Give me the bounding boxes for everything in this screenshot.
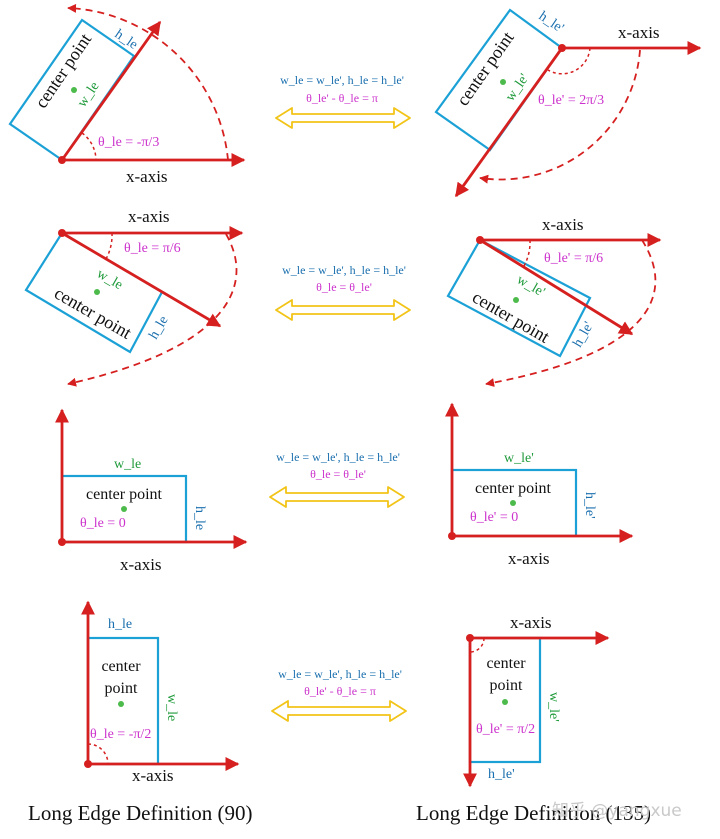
theta-label: θ_le = 0 [80, 516, 126, 531]
height-label: h_le [146, 314, 171, 342]
origin-dot [448, 532, 456, 540]
long-edge-arrow [479, 238, 634, 336]
row4-left-diagram: center point h_le w_le θ_le = -π/2 x-axi… [81, 600, 240, 785]
theta-label: θ_le' = π/2 [476, 722, 535, 737]
relation-line2: θ_le = θ_le' [316, 280, 372, 294]
x-axis-label: x-axis [618, 23, 660, 42]
center-dot [71, 87, 77, 93]
angle-arc [87, 743, 109, 765]
row1-left-diagram: center point w_le h_le θ_le = -π/3 x-axi… [8, 3, 246, 186]
row4-relation: w_le = w_le', h_le = h_le' θ_le' - θ_le … [271, 667, 407, 722]
angle-arc [523, 239, 531, 267]
relation-line1: w_le = w_le', h_le = h_le' [280, 73, 404, 87]
origin-dot [58, 156, 66, 164]
center-dot [94, 289, 100, 295]
height-label: h_le' [488, 767, 515, 782]
width-label: w_le' [504, 451, 534, 466]
angle-arc [469, 637, 485, 653]
center-label: center [101, 658, 141, 675]
x-axis-label: x-axis [126, 167, 168, 186]
theta-label: θ_le = -π/2 [90, 727, 151, 742]
width-label: w_le [164, 694, 179, 721]
x-axis-label: x-axis [120, 555, 162, 574]
center-dot [502, 699, 508, 705]
long-edge-arrow [61, 231, 222, 328]
point-label: point [490, 677, 523, 694]
origin-dot [58, 538, 66, 546]
height-label: h_le [108, 617, 132, 632]
width-label: w_le' [514, 272, 547, 300]
double-arrow [269, 486, 405, 508]
bounding-box [446, 238, 592, 358]
center-dot [121, 506, 127, 512]
caption-left: Long Edge Definition (90) [28, 801, 253, 825]
relation-line2: θ_le' - θ_le = π [304, 684, 376, 698]
double-arrow [275, 107, 411, 129]
relation-line1: w_le = w_le', h_le = h_le' [278, 667, 402, 681]
double-arrow [275, 299, 411, 321]
relation-line1: w_le = w_le', h_le = h_le' [276, 450, 400, 464]
point-label: point [105, 680, 138, 697]
x-axis-label: x-axis [542, 215, 584, 234]
center-dot [513, 297, 519, 303]
theta-label: θ_le = π/6 [124, 241, 181, 256]
rotation-arc [485, 239, 657, 387]
center-point-label: center point [86, 486, 163, 503]
theta-label: θ_le' = π/6 [544, 251, 603, 266]
origin-dot [558, 44, 566, 52]
x-axis-label: x-axis [508, 549, 550, 568]
height-label: h_le' [570, 319, 596, 350]
theta-label: θ_le = -π/3 [98, 135, 159, 150]
angle-arc [105, 232, 113, 260]
center-point-label: center point [475, 480, 552, 497]
x-axis-label: x-axis [132, 766, 174, 785]
row1-right-diagram: center point w_le' h_le' θ_le' = 2π/3 x-… [434, 8, 702, 198]
origin-dot [58, 229, 66, 237]
theta-label: θ_le' = 2π/3 [538, 93, 604, 108]
width-label: w_le' [503, 71, 532, 104]
rotation-arc [67, 3, 229, 161]
caption-right: Long Edge Definition (135) [416, 801, 652, 825]
origin-dot [476, 236, 484, 244]
bounding-box [86, 636, 160, 766]
center-dot [118, 701, 124, 707]
width-label: w_le [114, 457, 141, 472]
row2-relation: w_le = w_le', h_le = h_le' θ_le = θ_le' [275, 263, 411, 321]
row4-right-diagram: center point w_le' h_le' θ_le' = π/2 x-a… [463, 613, 610, 788]
origin-dot [466, 634, 474, 642]
relation-line2: θ_le' - θ_le = π [306, 91, 378, 105]
row2-left-diagram: center point w_le h_le θ_le = π/6 x-axis [24, 207, 244, 387]
long-edge-arrow [454, 47, 564, 198]
height-label: h_le [192, 506, 207, 530]
angle-arc [81, 132, 97, 161]
watermark: 知乎 @yangxue [552, 801, 682, 821]
center-dot [500, 79, 506, 85]
origin-dot [84, 760, 92, 768]
row1-relation: w_le = w_le', h_le = h_le' θ_le' - θ_le … [275, 73, 411, 129]
center-label: center [486, 655, 526, 672]
row3-relation: w_le = w_le', h_le = h_le' θ_le = θ_le' [269, 450, 405, 508]
row3-right-diagram: center point w_le' h_le' θ_le' = 0 x-axi… [445, 402, 634, 568]
center-dot [510, 500, 516, 506]
relation-line1: w_le = w_le', h_le = h_le' [282, 263, 406, 277]
rotation-arc [479, 49, 641, 184]
row3-left-diagram: center point w_le h_le θ_le = 0 x-axis [55, 408, 248, 574]
relation-line2: θ_le = θ_le' [310, 467, 366, 481]
row2-right-diagram: center point w_le' h_le' θ_le' = π/6 x-a… [446, 215, 662, 387]
x-axis-label: x-axis [128, 207, 170, 226]
height-label: h_le [112, 27, 140, 53]
width-label: w_le [94, 266, 125, 293]
width-label: w_le' [546, 692, 561, 722]
height-label: h_le' [582, 492, 597, 519]
double-arrow [271, 700, 407, 722]
theta-label: θ_le' = 0 [470, 510, 518, 525]
angle-arc [547, 47, 591, 75]
long-edge-arrow [60, 20, 162, 161]
x-axis-label: x-axis [510, 613, 552, 632]
